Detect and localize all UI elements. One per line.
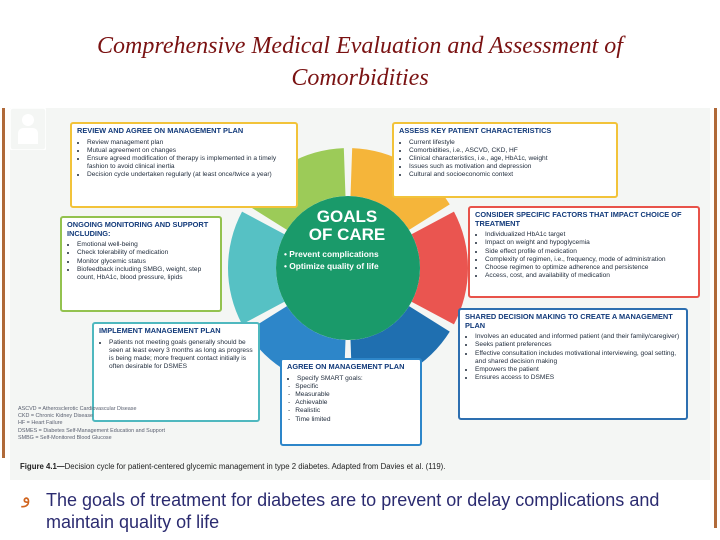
list-item: Seeks patient preferences (475, 341, 681, 349)
implement-plan-segment (228, 211, 285, 325)
review-plan-heading: REVIEW AND AGREE ON MANAGEMENT PLAN (77, 126, 244, 135)
shared-decision-box: SHARED DECISION MAKING TO CREATE A MANAG… (458, 308, 688, 420)
specific-factors-heading: CONSIDER SPECIFIC FACTORS THAT IMPACT CH… (475, 210, 682, 228)
list-item: Issues such as motivation and depression (409, 163, 611, 171)
abbreviation: CKD = Chronic Kidney Disease (18, 413, 94, 420)
list-item: Time limited (295, 416, 415, 424)
goals-of-care-disc (276, 196, 420, 340)
list-item: Individualized HbA1c target (485, 231, 693, 239)
agree-plan-heading: AGREE ON MANAGEMENT PLAN (287, 362, 405, 371)
agree-plan-box: AGREE ON MANAGEMENT PLAN Specify SMART g… (280, 358, 422, 446)
implement-plan-list: Patients not meeting goals generally sho… (99, 339, 253, 372)
list-item: Emotional well-being (77, 241, 215, 249)
list-item: Current lifestyle (409, 139, 611, 147)
abbreviation: ASCVD = Atherosclerotic Cardiovascular D… (18, 406, 137, 412)
assess-characteristics-box: ASSESS KEY PATIENT CHARACTERISTICS Curre… (392, 122, 618, 198)
list-item: Involves an educated and informed patien… (475, 333, 681, 341)
list-item: Achievable (295, 399, 415, 407)
list-item: Choose regimen to optimize adherence and… (485, 264, 693, 272)
list-item: Access, cost, and availability of medica… (485, 272, 693, 280)
list-item: Review management plan (87, 139, 291, 147)
agree-plan-list: Specify SMART goals: Specific Measurable… (287, 375, 415, 424)
shared-decision-heading: SHARED DECISION MAKING TO CREATE A MANAG… (465, 312, 673, 330)
decision-cycle-figure: GOALS OF CARE • Prevent complications • … (10, 108, 710, 480)
list-item: Cultural and socioeconomic context (409, 171, 611, 179)
caption-label: Figure 4.1— (20, 462, 65, 471)
list-item: Mutual agreement on changes (87, 147, 291, 155)
list-item: Empowers the patient (475, 366, 681, 374)
abbreviations-legend: ASCVD = Atherosclerotic Cardiovascular D… (18, 406, 258, 442)
abbreviation: DSMES = Diabetes Self-Management Educati… (18, 427, 165, 434)
list-item: Monitor glycemic status (77, 258, 215, 266)
specific-factors-list: Individualized HbA1c target Impact on we… (475, 231, 693, 280)
ongoing-monitoring-heading: ONGOING MONITORING AND SUPPORT INCLUDING… (67, 220, 209, 238)
smart-goals-lead: Specify SMART goals: (297, 375, 415, 383)
list-item: Realistic (295, 407, 415, 415)
list-item: Check tolerability of medication (77, 249, 215, 257)
ongoing-monitoring-list: Emotional well-being Check tolerability … (67, 241, 215, 282)
list-item: Side effect profile of medication (485, 248, 693, 256)
bullet-icon: و (22, 487, 31, 508)
ongoing-monitoring-box: ONGOING MONITORING AND SUPPORT INCLUDING… (60, 216, 222, 312)
list-item: Effective consultation includes motivati… (475, 350, 681, 366)
list-item: Measurable (295, 391, 415, 399)
goals-list: • Prevent complications • Optimize quali… (280, 248, 414, 272)
list-item: Complexity of regimen, i.e., frequency, … (485, 256, 693, 264)
specific-factors-segment (411, 211, 469, 325)
specific-factors-box: CONSIDER SPECIFIC FACTORS THAT IMPACT CH… (468, 206, 700, 298)
list-item: Decision cycle undertaken regularly (at … (87, 171, 291, 179)
shared-decision-list: Involves an educated and informed patien… (465, 333, 681, 382)
list-item: Impact on weight and hypoglycemia (485, 239, 693, 247)
list-item: Ensures access to DSMES (475, 374, 681, 382)
person-icon (10, 108, 46, 150)
slide-title: Comprehensive Medical Evaluation and Ass… (97, 33, 623, 91)
list-item: Patients not meeting goals generally sho… (109, 339, 253, 372)
list-item: Biofeedback including SMBG, weight, step… (77, 266, 215, 282)
goal-prevent-complications: • Prevent complications (284, 249, 379, 259)
list-item: Clinical characteristics, i.e., age, HbA… (409, 155, 611, 163)
bullet-text: The goals of treatment for diabetes are … (46, 490, 660, 532)
list-item: Comorbidities, i.e., ASCVD, CKD, HF (409, 147, 611, 155)
goal-quality-of-life: • Optimize quality of life (284, 261, 379, 271)
goals-of-care-title: GOALS OF CARE (308, 207, 386, 244)
implement-plan-box: IMPLEMENT MANAGEMENT PLAN Patients not m… (92, 322, 260, 422)
abbreviation: SMBG = Self-Monitored Blood Glucose (18, 434, 112, 441)
caption-text: Decision cycle for patient-centered glyc… (64, 462, 446, 471)
left-divider (2, 108, 5, 458)
figure-caption: Figure 4.1—Decision cycle for patient-ce… (20, 462, 700, 472)
review-plan-box: REVIEW AND AGREE ON MANAGEMENT PLAN Revi… (70, 122, 298, 208)
list-item: Ensure agreed modification of therapy is… (87, 155, 291, 171)
list-item: Specific (295, 383, 415, 391)
implement-plan-heading: IMPLEMENT MANAGEMENT PLAN (99, 326, 221, 335)
right-divider (714, 108, 717, 528)
assess-characteristics-heading: ASSESS KEY PATIENT CHARACTERISTICS (399, 126, 552, 135)
review-plan-list: Review management plan Mutual agreement … (77, 139, 291, 180)
assess-characteristics-list: Current lifestyle Comorbidities, i.e., A… (399, 139, 611, 180)
abbreviation: HF = Heart Failure (18, 420, 63, 427)
